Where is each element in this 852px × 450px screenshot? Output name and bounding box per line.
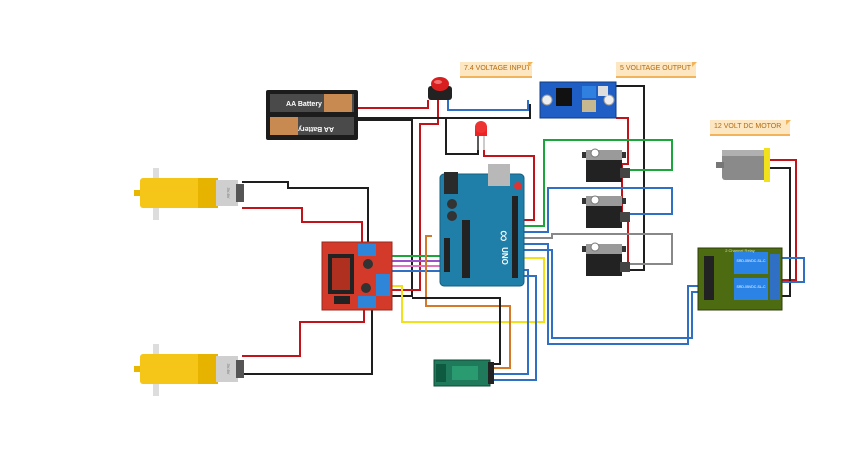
arduino-uno: ∞ UNO [439, 164, 525, 287]
wire-servo1-green [522, 139, 673, 227]
push-button [428, 77, 452, 100]
gear-motor-1: 3V-6V [134, 168, 244, 220]
gear-motor-2: 3V-6V [134, 344, 244, 396]
dc-motor [716, 148, 770, 182]
wire-bt-blue-1 [494, 269, 529, 375]
wire-button-red [392, 100, 439, 291]
wire-motor2-red [242, 308, 365, 357]
arduino-logo: ∞ [495, 230, 512, 241]
red-led [475, 121, 487, 150]
wire-bt-black [412, 297, 501, 365]
wire-battery-red [358, 100, 429, 109]
relay-text-1: SRD-05VDC-SL-C [737, 259, 766, 263]
wire-motor1-black [242, 181, 369, 246]
wire-relay-blue-2 [522, 249, 700, 339]
note-dc-motor: 12 VOLT DC MOTOR [710, 120, 791, 136]
wire-yellow [392, 257, 545, 323]
wire-gnd-black-top [358, 104, 531, 119]
note-voltage-output: 5 VOLITAGE OUTPUT [616, 62, 697, 78]
servo-1 [582, 148, 630, 182]
wire-motor-red [770, 159, 797, 281]
servo-2 [582, 195, 630, 228]
servo-3 [582, 242, 630, 276]
relay-title: 2 Channel Relay [725, 248, 755, 253]
l298n-driver [321, 241, 393, 311]
gear-motor-1-label: 3V-6V [226, 188, 231, 199]
gear-motor-2-label: 3V-6V [226, 364, 231, 375]
wire-relay-blue-out [780, 257, 805, 283]
note-voltage-input: 7.4 VOLTAGE INPUT [460, 62, 533, 78]
battery-label-bottom: AA Battery [298, 125, 334, 132]
battery-label-top: AA Battery [286, 101, 322, 108]
wire-motor2-black [242, 308, 373, 375]
buck-converter [539, 81, 617, 119]
relay-text-2: SRD-05VDC-SL-C [737, 285, 766, 289]
arduino-brand: UNO [500, 247, 509, 265]
wire-servo3-grey [522, 233, 673, 265]
relay-module: 2 Channel Relay SRD-05VDC-SL-C SRD-05VDC… [697, 247, 783, 311]
wire-orange [425, 235, 511, 369]
wire-bt-blue-2 [494, 275, 537, 381]
wires [242, 85, 805, 381]
wire-led-black [445, 118, 479, 155]
battery-holder: AA Battery AA Battery [266, 90, 358, 140]
wire-relay-blue-1 [522, 243, 700, 345]
wire-motor-black [770, 167, 791, 297]
wire-motor1-red [242, 207, 363, 246]
wire-servo2-blue [522, 187, 673, 233]
wire-led-red [483, 150, 535, 221]
bluetooth-module [433, 359, 494, 387]
wire-button-blue [447, 92, 529, 111]
wire-buck-black [616, 85, 645, 271]
